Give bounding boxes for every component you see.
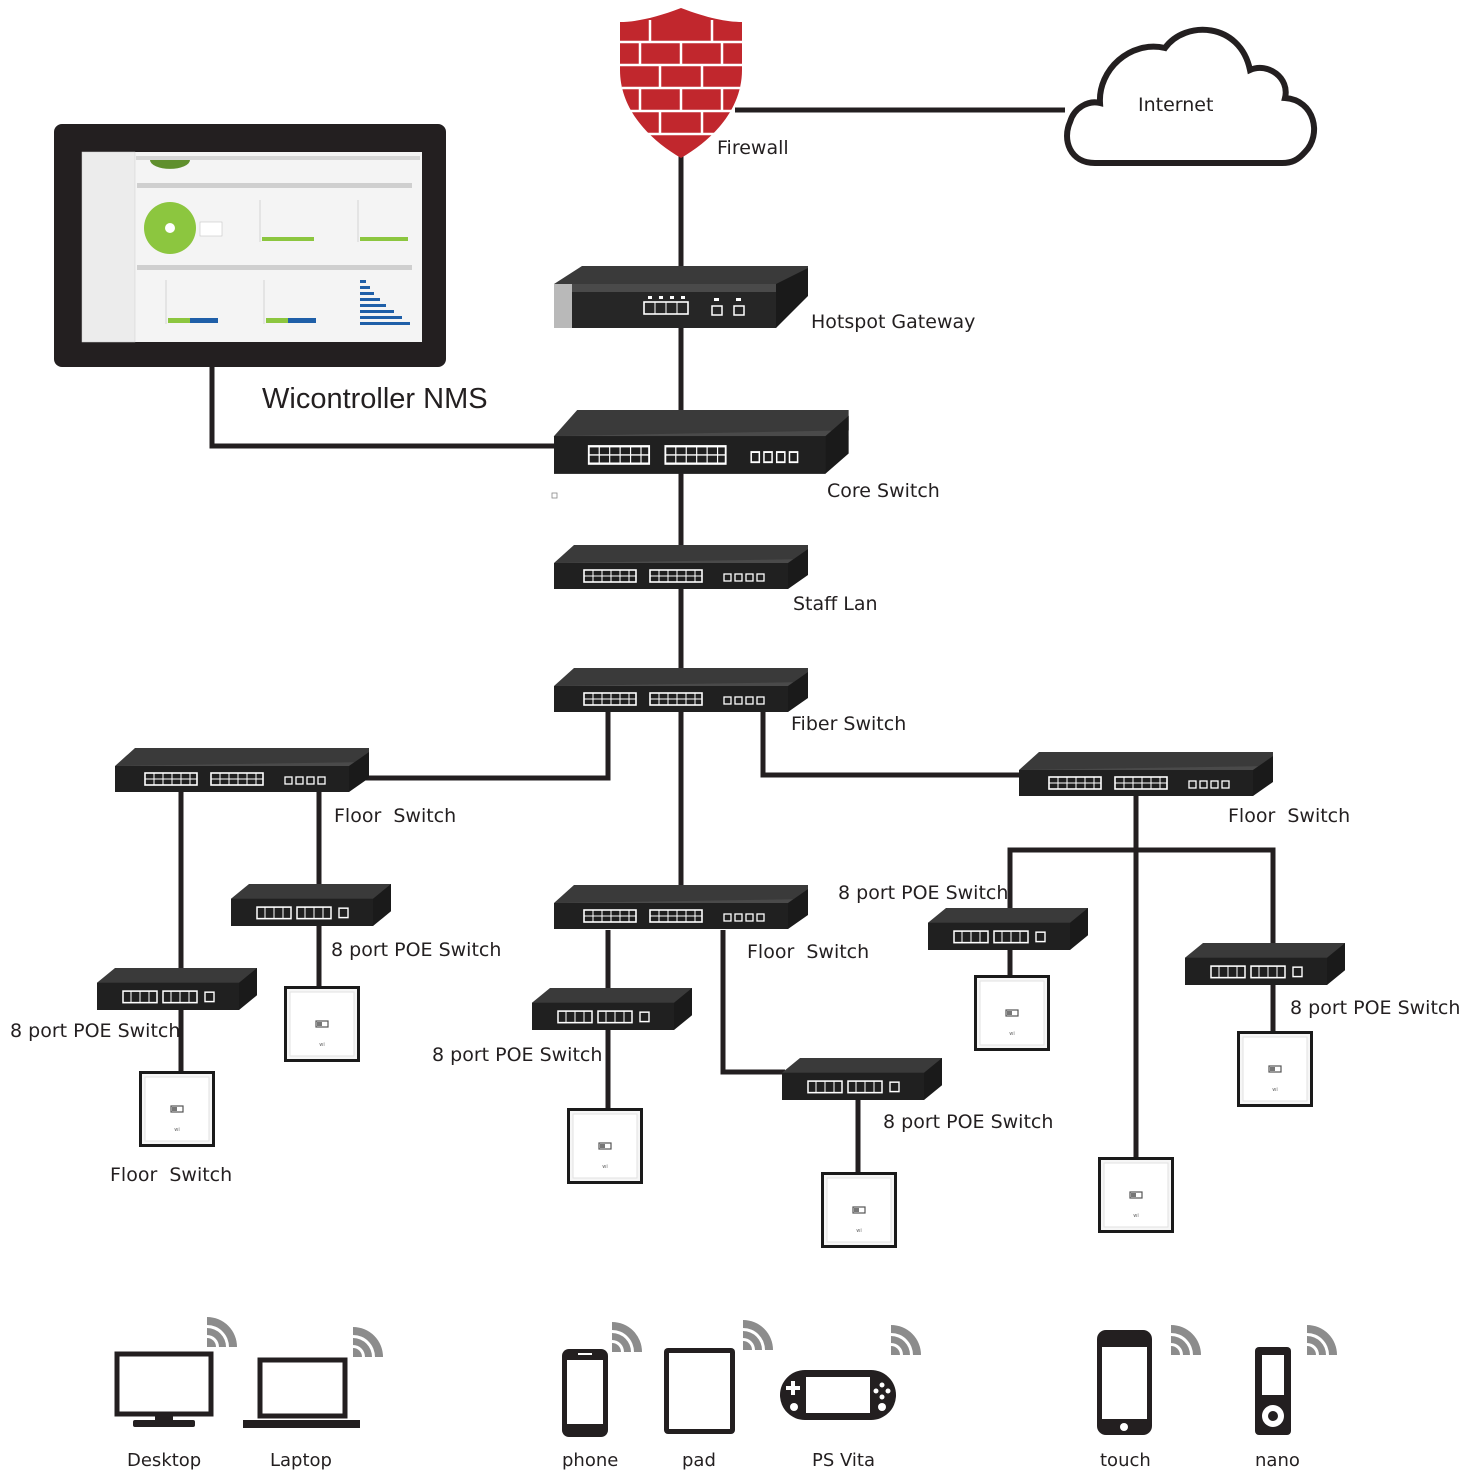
wifi-signal-icon (612, 1322, 642, 1352)
floor-switch-center-label: Floor Switch (747, 941, 870, 963)
poe-switch-icon (781, 1057, 943, 1101)
connection-lines (178, 107, 1276, 1175)
game-console-icon (780, 1370, 896, 1420)
desktop-icon (114, 1351, 214, 1427)
firewall-label: Firewall (717, 137, 789, 159)
floor-switch-center-icon (553, 884, 809, 930)
poe-switch-icon (96, 967, 258, 1011)
floor-switch-left-label: Floor Switch (334, 805, 457, 827)
fiber-switch-icon (553, 667, 809, 713)
fiber-switch-label: Fiber Switch (791, 713, 907, 735)
hotspot-gateway-label: Hotspot Gateway (811, 311, 976, 333)
floor-switch-left-icon (114, 747, 370, 793)
internet-label: Internet (1138, 94, 1214, 116)
poe-switch-icon (230, 883, 392, 927)
poe-switch-label: 8 port POE Switch (883, 1111, 1054, 1133)
device-label-desktop: Desktop (127, 1450, 202, 1471)
core-switch-icon (552, 408, 850, 475)
wifi-signal-icon (353, 1327, 383, 1357)
poe-switch-icon (1184, 942, 1346, 986)
nms-monitor-icon (54, 124, 446, 367)
access-point-icon (973, 974, 1051, 1052)
laptop-icon (243, 1357, 360, 1428)
wifi-signal-icon (1307, 1325, 1337, 1355)
wifi-signal-icon (743, 1320, 773, 1350)
floor-switch-right-icon (1018, 751, 1274, 797)
poe-switch-icon (531, 987, 693, 1031)
poe-switch-icon (927, 907, 1089, 951)
access-point-icon (1236, 1030, 1314, 1108)
wifi-signal-icon (207, 1317, 237, 1347)
marker (551, 492, 558, 499)
phone-icon (562, 1349, 608, 1437)
wifi-signal-icon (1171, 1325, 1201, 1355)
poe-switch-label: 8 port POE Switch (838, 882, 1009, 904)
access-point-icon (1097, 1156, 1175, 1234)
poe-switch-label: 8 port POE Switch (331, 939, 502, 961)
staff-lan-switch-icon (553, 544, 809, 590)
hotspot-gateway-icon (554, 266, 808, 328)
device-label-touch: touch (1100, 1450, 1151, 1471)
access-point-icon (283, 985, 361, 1063)
device-label-ps-vita: PS Vita (812, 1450, 876, 1471)
floor-switch-bottom-left-label: Floor Switch (110, 1164, 233, 1186)
tablet-icon (664, 1348, 735, 1434)
firewall-shield-icon (620, 8, 742, 158)
touch-icon (1097, 1330, 1152, 1435)
device-label-pad: pad (682, 1450, 716, 1471)
poe-switch-label: 8 port POE Switch (10, 1020, 181, 1042)
nms-label: Wicontroller NMS (262, 383, 488, 415)
device-label-laptop: Laptop (270, 1450, 332, 1471)
access-point-icon (566, 1107, 644, 1185)
wifi-signal-icon (891, 1325, 921, 1355)
device-label-nano: nano (1255, 1450, 1300, 1471)
core-switch-label: Core Switch (827, 480, 940, 502)
media-player-icon (1255, 1347, 1291, 1435)
access-point-icon (138, 1070, 216, 1148)
floor-switch-right-label: Floor Switch (1228, 805, 1351, 827)
cloud-icon (1064, 26, 1317, 166)
access-point-icon (820, 1171, 898, 1249)
staff-lan-label: Staff Lan (793, 593, 878, 615)
poe-switch-label: 8 port POE Switch (432, 1044, 603, 1066)
poe-switch-label: 8 port POE Switch (1290, 997, 1461, 1019)
device-label-phone: phone (562, 1450, 619, 1471)
